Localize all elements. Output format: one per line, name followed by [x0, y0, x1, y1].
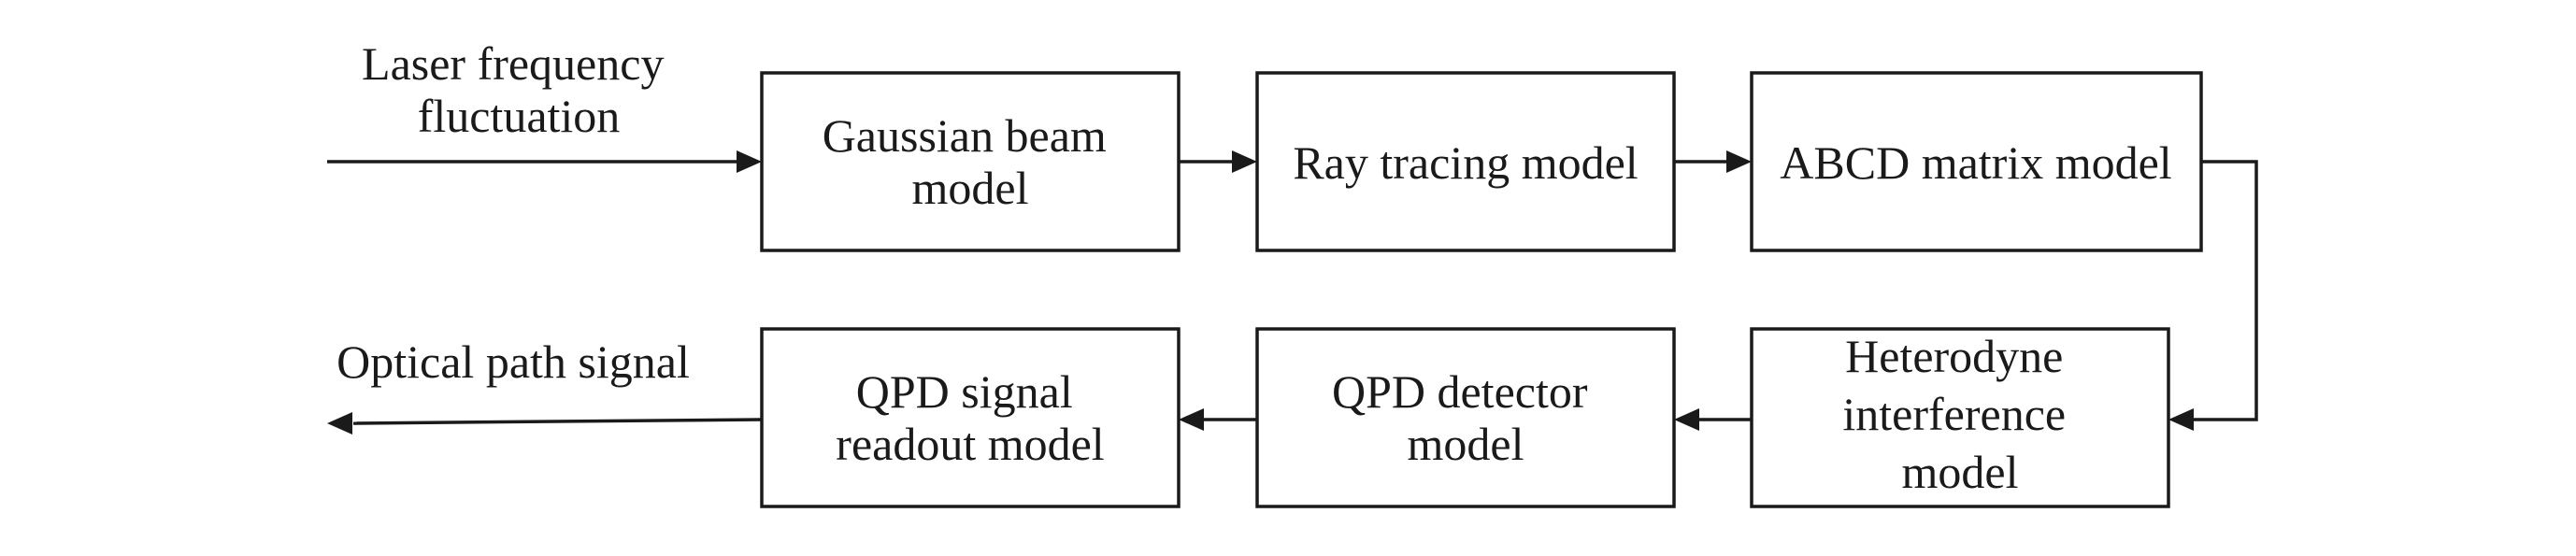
edge-readout-to-output	[327, 412, 763, 435]
node-ray-tracing-model: Ray tracing model	[1255, 71, 1676, 252]
edge-qpd-detector-to-readout	[1179, 408, 1257, 431]
svg-text:Gaussian beam model: Gaussian beam model	[823, 109, 1119, 214]
node-abcd-matrix-model: ABCD matrix model	[1750, 71, 2203, 252]
output-label: Optical path signal	[336, 335, 690, 388]
node-qpd-detector-model: QPD detector model	[1255, 327, 1676, 508]
svg-text:QPD detector model: QPD detector model	[1332, 365, 1599, 470]
edge-ray-to-abcd	[1674, 150, 1752, 173]
svg-text:QPD signal readout model: QPD signal readout model	[836, 365, 1104, 470]
input-label: Laser frequency fluctuation	[362, 37, 676, 142]
node-gaussian-beam-model: Gaussian beam model	[760, 71, 1181, 252]
edge-abcd-to-heterodyne	[2168, 160, 2258, 431]
node-qpd-signal-readout-model: QPD signal readout model	[760, 327, 1181, 508]
edge-input-to-gaussian	[327, 150, 762, 173]
edge-heterodyne-to-qpd-detector	[1674, 408, 1752, 431]
edge-gaussian-to-ray	[1179, 150, 1257, 173]
svg-text:Ray tracing model: Ray tracing model	[1293, 136, 1638, 189]
svg-text:ABCD matrix model: ABCD matrix model	[1780, 136, 2171, 189]
svg-text:Heterodyne interference: Heterodyne interference model	[1842, 330, 2077, 498]
node-heterodyne-interference-model: Heterodyne interference model	[1750, 327, 2170, 508]
